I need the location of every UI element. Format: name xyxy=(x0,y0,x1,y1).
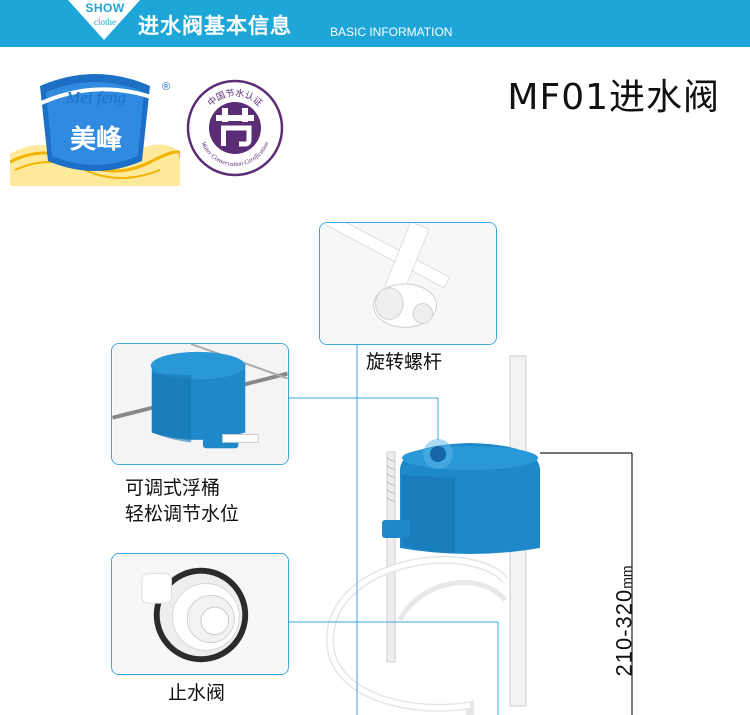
brand-latin-name: Mei feng xyxy=(65,88,126,107)
section-subtitle: BASIC INFORMATION xyxy=(330,25,453,39)
water-conservation-seal: 中国节水认证 Water Conservation Certification xyxy=(185,78,285,178)
show-label: SHOW xyxy=(85,1,125,15)
height-dimension: 210-320mm xyxy=(611,565,636,677)
callout-label-float-line1: 可调式浮桶 xyxy=(125,477,221,499)
dimension-unit: mm xyxy=(618,565,634,589)
callout-label-float-line2: 轻松调节水位 xyxy=(125,503,240,525)
section-title: 进水阀基本信息 xyxy=(138,14,292,38)
brand-chinese-name: 美峰 xyxy=(70,124,122,155)
dimension-value: 210-320 xyxy=(611,588,636,677)
product-model-title: MF01进水阀 xyxy=(507,77,720,118)
show-tab xyxy=(68,0,140,40)
float-cup xyxy=(382,443,540,554)
brand-logo: Mei feng 美峰 ® xyxy=(9,66,183,186)
callout-label-stop-valve: 止水阀 xyxy=(168,682,226,704)
clothe-label: clothe xyxy=(94,17,116,27)
callout-rotating-screw-image xyxy=(319,222,497,345)
callout-float-image xyxy=(111,343,289,465)
registered-mark: ® xyxy=(162,81,170,93)
callout-stop-valve-image xyxy=(111,553,289,675)
callout-label-rotating-screw: 旋转螺杆 xyxy=(366,351,443,373)
